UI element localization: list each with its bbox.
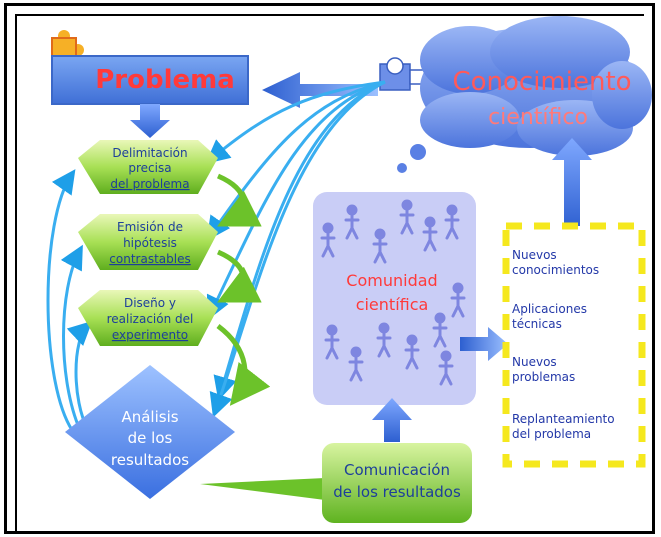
analysis-line-3: resultados [111,451,189,469]
outcome-3-line-1: Nuevos [512,355,557,369]
cloud-title-line1: Conocimiento [452,67,631,97]
outcome-1-line-2: conocimientos [512,263,599,277]
step-1-pill: Delimitación precisa del problema [78,140,218,194]
scientific-knowledge-cloud: Conocimiento científico [397,16,652,173]
step-3-line-1: Diseño y [124,296,176,310]
problem-down-arrow [130,104,170,138]
outcome-2-line-1: Aplicaciones [512,302,587,316]
step-3-pill: Diseño y realización del experimento [78,290,218,346]
community-to-outcomes-arrow [460,327,508,361]
communication-line2: de los resultados [333,483,461,501]
problem-title: Problema [95,65,235,95]
step-2-line-1: Emisión de [117,220,183,234]
cloud-title-line2: científico [488,105,588,130]
analysis-diamond: Análisis de los resultados [65,365,235,499]
step-2-line-3: contrastables [109,252,190,266]
step-1-line-1: Delimitación [112,146,187,160]
cloud-to-problem-arrow [262,72,378,108]
analysis-line-2: de los [128,429,173,447]
step-2-pill: Emisión de hipótesis contrastables [78,214,218,270]
analysis-feedback-arrows [46,169,93,431]
step-3-line-3: experimento [112,328,188,342]
outcomes-to-cloud-arrow [552,138,592,230]
step-1-line-2: precisa [128,161,171,175]
community-title-line1: Comunidad [346,271,437,290]
outcome-4-line-2: del problema [512,427,591,441]
outcome-3-line-2: problemas [512,370,575,384]
problem-box: Problema [51,55,249,105]
analysis-line-1: Análisis [121,408,178,426]
communication-line1: Comunicación [344,461,450,479]
outcome-2-line-2: técnicas [512,317,562,331]
outcomes-box: Nuevos conocimientos Aplicaciones técnic… [502,222,646,468]
inner-frame-border [15,14,644,533]
step-3-line-2: realización del [107,312,194,326]
outcome-4-line-1: Replanteamiento [512,412,615,426]
people-icons [320,199,466,386]
step-2-line-2: hipótesis [123,236,177,250]
step-flow-arrows [216,173,271,406]
scientific-community-panel: Comunidad científica [313,192,476,405]
community-title-line2: científica [356,295,429,314]
communication-to-community-arrow [372,398,412,442]
step-1-line-3: del problema [110,177,189,191]
analysis-to-communication-connector [200,478,325,500]
communication-box: Comunicación de los resultados [322,443,472,523]
outcome-1-line-1: Nuevos [512,248,557,262]
